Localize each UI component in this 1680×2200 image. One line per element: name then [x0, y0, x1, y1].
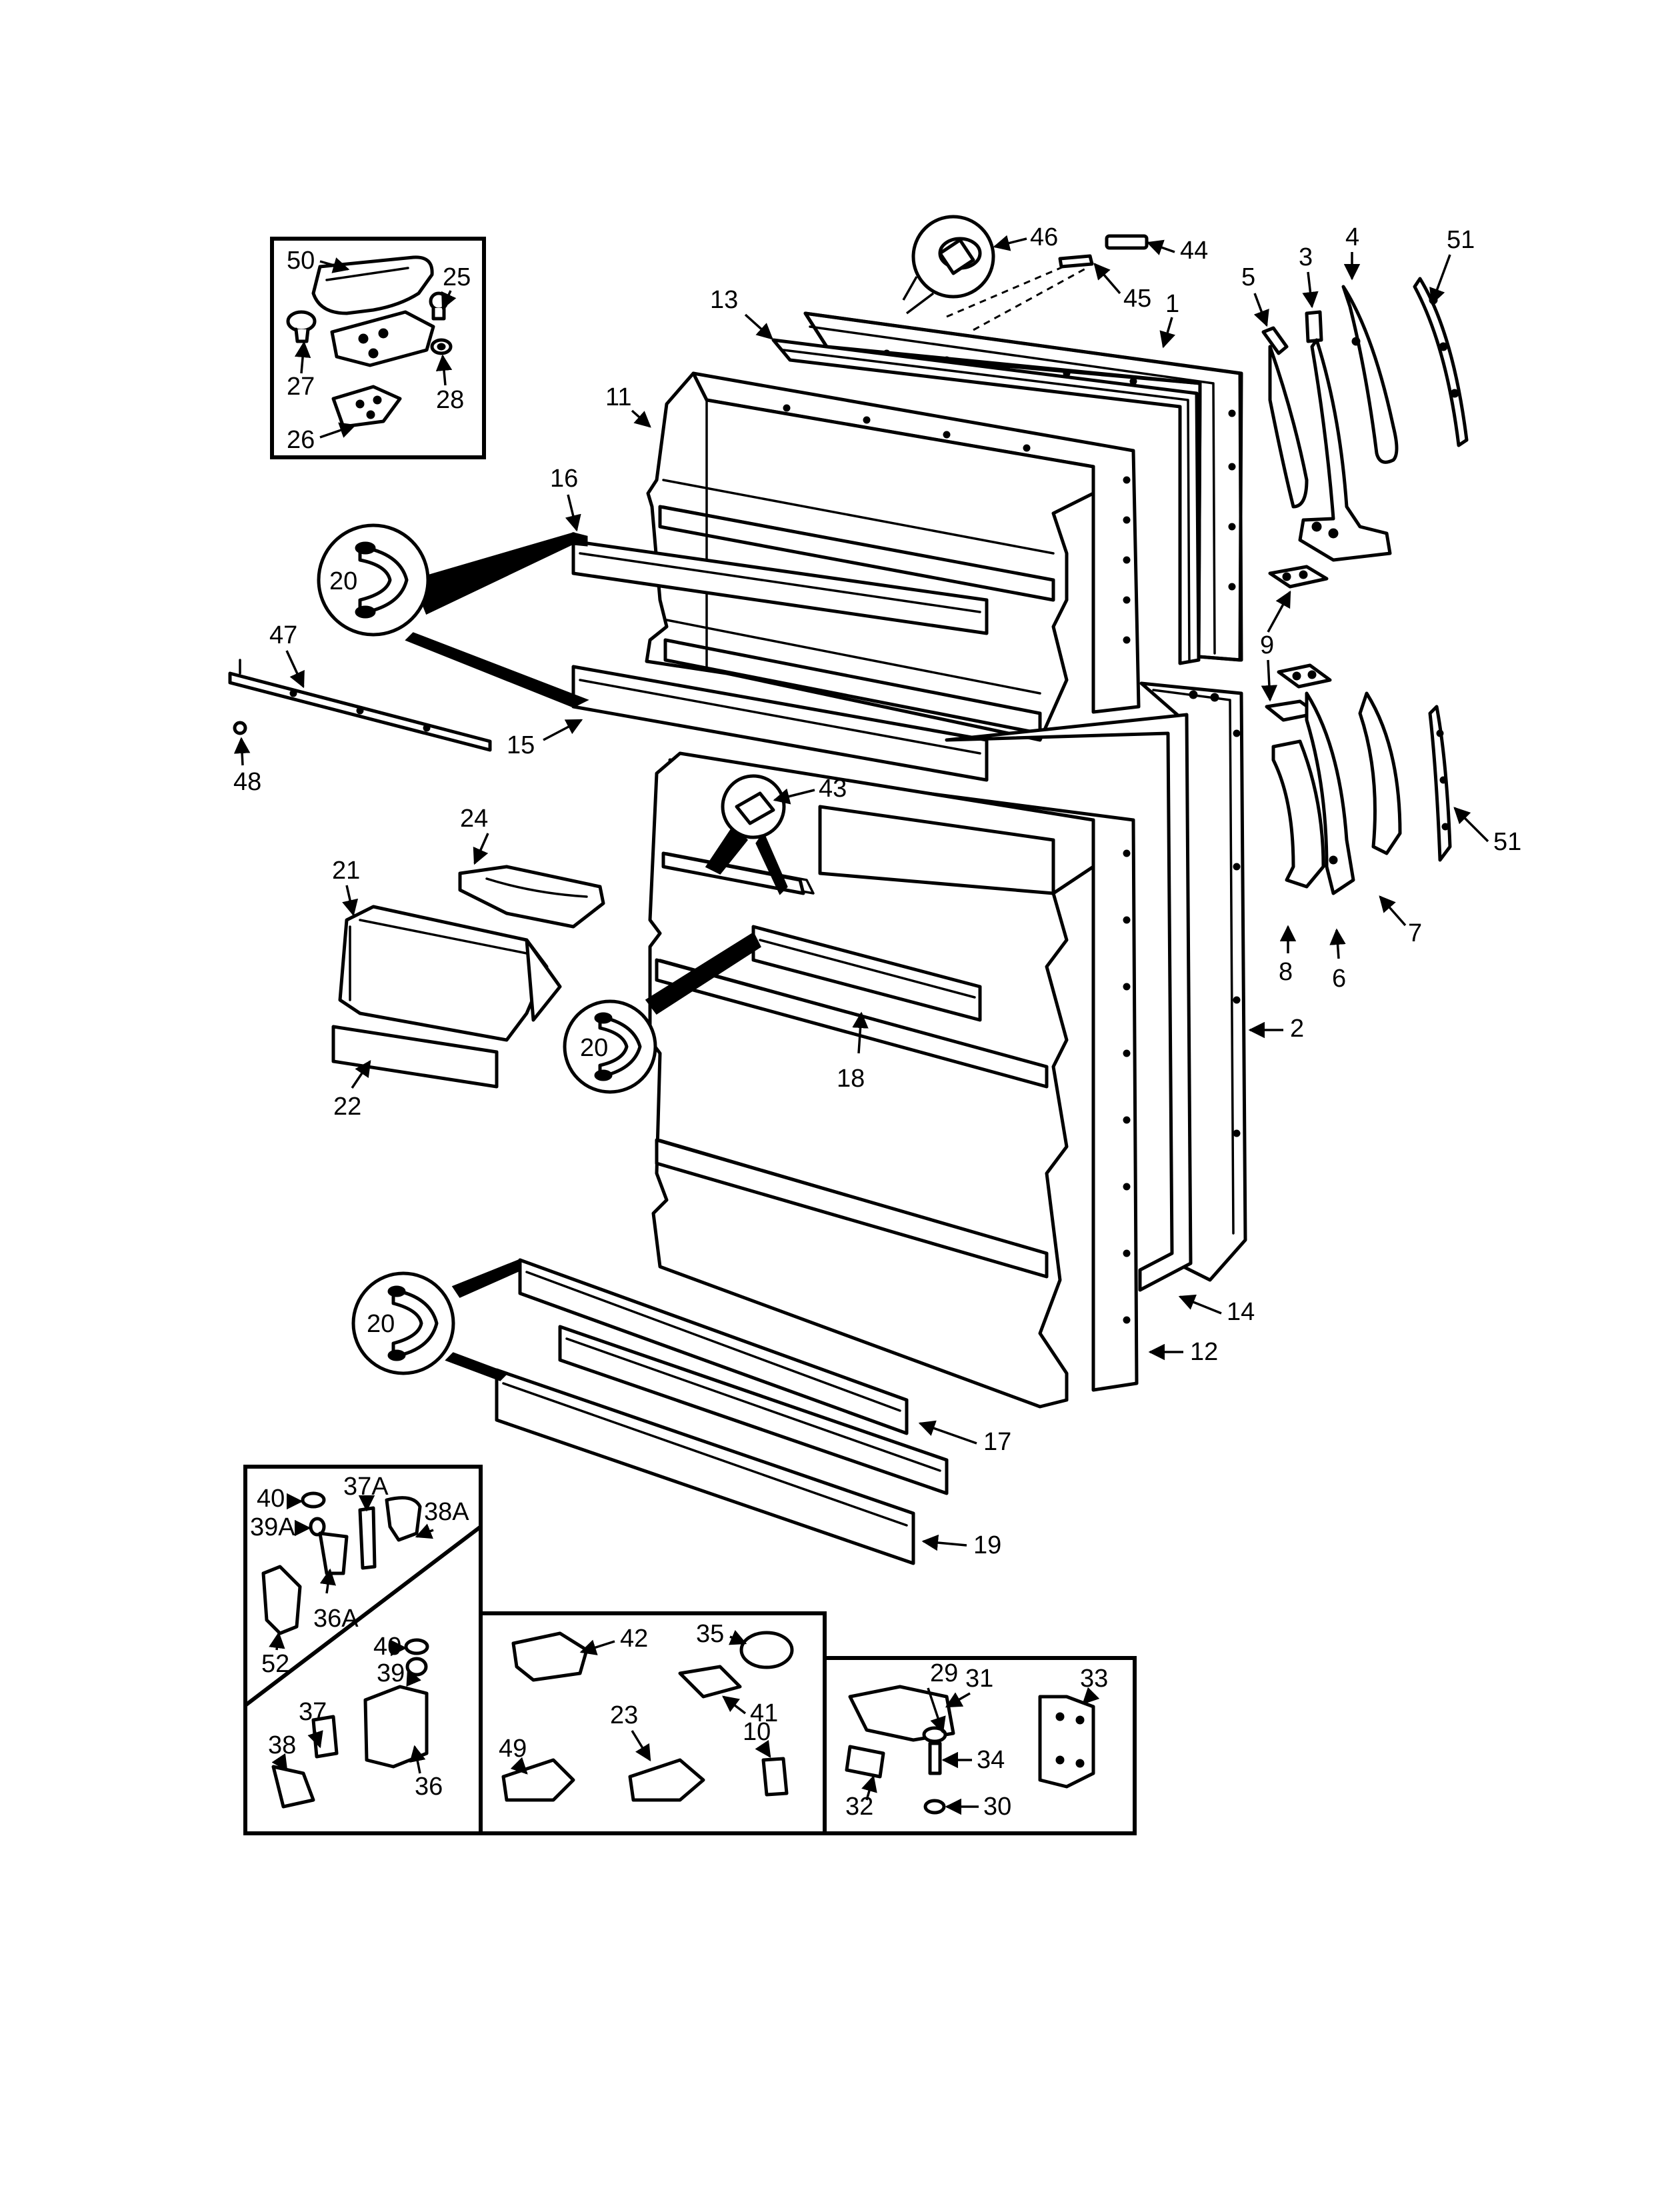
- callout-12: 12: [1190, 1338, 1218, 1366]
- callout-19: 19: [973, 1531, 1001, 1559]
- fresh-gasket-14: [945, 713, 1193, 1292]
- callout-24: 24: [460, 805, 488, 833]
- inset-top-left: 50 25 27 28 26: [270, 237, 486, 459]
- callout-8: 8: [1279, 958, 1293, 986]
- part-9-top: [1268, 565, 1329, 589]
- callout-1: 1: [1165, 290, 1179, 318]
- trim-47: [228, 659, 492, 752]
- part-44: [1105, 234, 1149, 250]
- callout-15: 15: [507, 731, 535, 759]
- callout-31: 31: [965, 1665, 993, 1693]
- callout-47: 47: [269, 621, 297, 649]
- callout-51a: 51: [1447, 226, 1475, 254]
- part-45: [1058, 254, 1094, 269]
- callout-35: 35: [696, 1620, 724, 1648]
- callout-18: 18: [837, 1065, 865, 1093]
- callout-21: 21: [332, 857, 360, 885]
- part-26-plate: [331, 385, 402, 429]
- callout-33: 33: [1080, 1665, 1108, 1693]
- zoom-bracket-20-top: [317, 523, 589, 708]
- callout-49: 49: [499, 1735, 527, 1763]
- callout-41: 41: [750, 1699, 778, 1727]
- callout-37: 37: [299, 1698, 327, 1726]
- hinge-parts-top-right: [1261, 277, 1469, 589]
- callout-14: 14: [1227, 1298, 1255, 1326]
- callout-32: 32: [845, 1793, 873, 1821]
- callout-20a: 20: [329, 567, 357, 595]
- fresh-door-outer-2: [1139, 681, 1247, 1282]
- callout-6: 6: [1332, 965, 1346, 993]
- callout-7: 7: [1408, 919, 1422, 947]
- callout-44: 44: [1180, 237, 1208, 265]
- callout-34: 34: [977, 1746, 1005, 1774]
- part-24: [458, 865, 605, 929]
- callout-36a: 36A: [313, 1605, 359, 1633]
- callout-5: 5: [1241, 263, 1255, 291]
- callout-43: 43: [819, 775, 847, 803]
- freezer-shelf-16: [571, 532, 989, 635]
- callout-51b: 51: [1493, 828, 1521, 856]
- callout-25: 25: [443, 263, 471, 291]
- dairy-bin-21: [331, 905, 562, 1089]
- callout-17: 17: [983, 1428, 1011, 1456]
- zoom-43: [705, 774, 788, 895]
- part-27-plug: [286, 310, 317, 333]
- callout-39: 39: [377, 1659, 405, 1687]
- callout-38: 38: [268, 1731, 296, 1759]
- callout-labels: 1 2 3 4 5 6 7 8 9 9 10 11 12 13 14 15 16…: [233, 223, 1521, 1821]
- freezer-shelf-15: [571, 665, 989, 782]
- zoom-bracket-20-mid: [563, 931, 761, 1094]
- callout-46: 46: [1030, 223, 1058, 251]
- callout-36: 36: [415, 1773, 443, 1801]
- callout-42: 42: [620, 1625, 648, 1653]
- callout-23: 23: [610, 1701, 638, 1729]
- callout-48: 48: [233, 768, 261, 796]
- callout-2: 2: [1290, 1015, 1304, 1043]
- callout-22: 22: [333, 1093, 361, 1121]
- callout-37a: 37A: [343, 1473, 389, 1501]
- callout-20b: 20: [580, 1034, 608, 1062]
- callout-40b: 40: [373, 1633, 401, 1661]
- callout-50: 50: [287, 247, 315, 275]
- callout-38a: 38A: [424, 1498, 469, 1526]
- callout-20c: 20: [367, 1310, 395, 1338]
- callout-29: 29: [930, 1659, 958, 1687]
- callout-9a: 9: [1260, 631, 1274, 659]
- callout-16: 16: [550, 465, 578, 493]
- part-22-panel: [331, 1025, 499, 1089]
- callout-40a: 40: [257, 1485, 285, 1513]
- hinge-parts-lower-right: [1265, 663, 1452, 895]
- freezer-door-liner-11: [645, 371, 1141, 742]
- part-25-hinge-bracket: [330, 310, 435, 367]
- shelf-17: [558, 1325, 949, 1495]
- callout-52: 52: [261, 1650, 289, 1678]
- bottom-shelves: [351, 1258, 949, 1565]
- callout-45: 45: [1123, 285, 1151, 313]
- freezer-gasket-13: [771, 338, 1201, 665]
- callout-4: 4: [1345, 223, 1359, 251]
- callout-27: 27: [287, 373, 315, 401]
- callout-11: 11: [605, 383, 631, 411]
- callout-26: 26: [287, 426, 315, 454]
- fresh-door-liner-12: [648, 751, 1139, 1409]
- callout-13: 13: [710, 286, 738, 314]
- inset-bottom-left: [243, 1465, 483, 1835]
- callout-30: 30: [983, 1793, 1011, 1821]
- screw-48: [233, 721, 247, 735]
- callout-3: 3: [1299, 243, 1313, 271]
- top-detail-46-44-45: [902, 215, 1149, 331]
- callout-28: 28: [436, 386, 464, 414]
- callout-39a: 39A: [250, 1513, 295, 1541]
